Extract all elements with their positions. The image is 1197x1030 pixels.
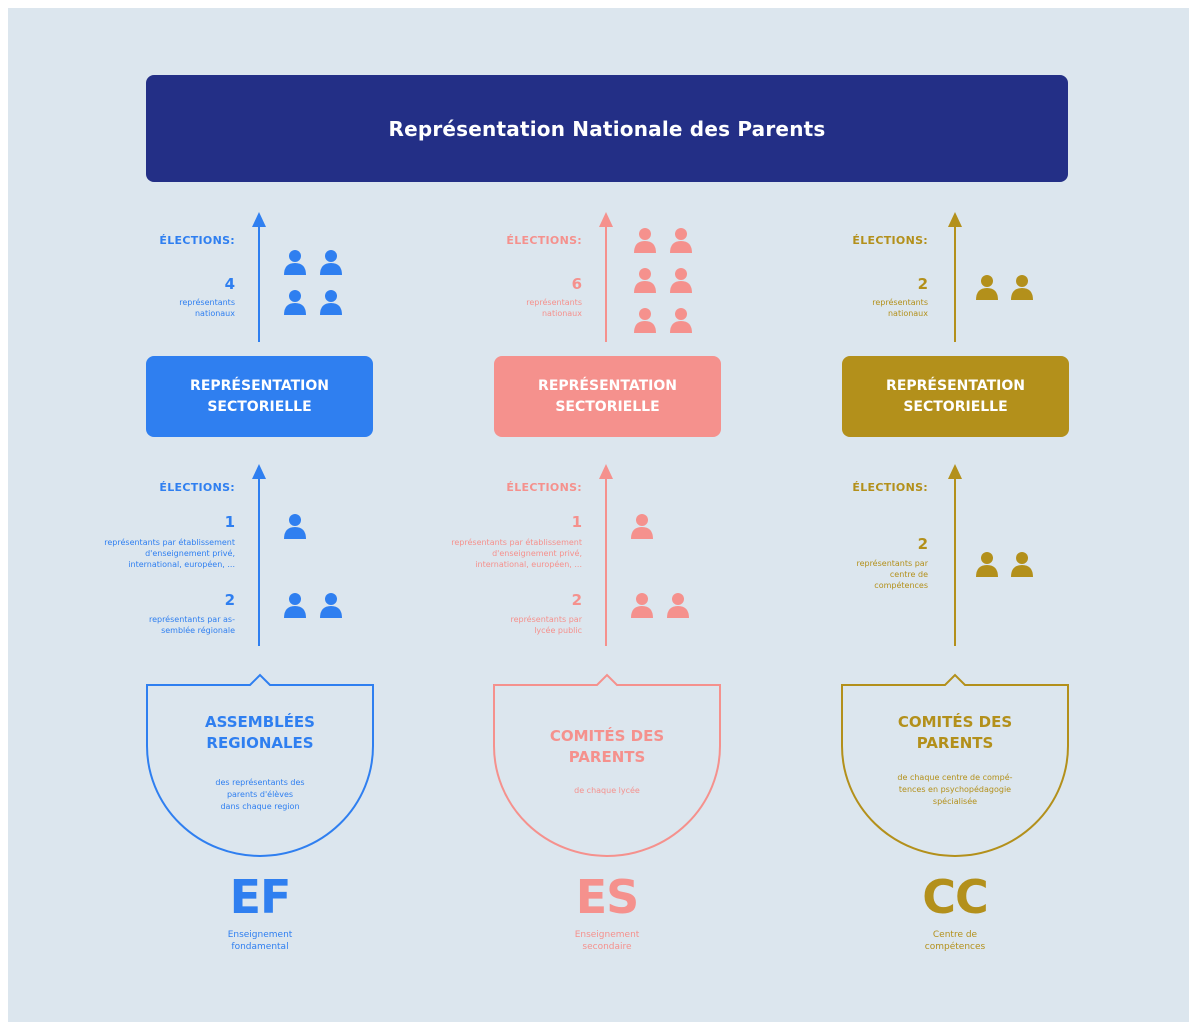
bottom-elections-label: ÉLECTIONS: <box>852 481 928 494</box>
national-representation-banner: Représentation Nationale des Parents <box>146 75 1068 182</box>
person-icon <box>283 289 307 319</box>
bottom-arrow <box>252 464 266 646</box>
top-elections-label: ÉLECTIONS: <box>852 234 928 247</box>
person-icon <box>319 592 343 622</box>
person-icon <box>975 274 999 304</box>
type-label: Enseignement secondaire <box>574 930 640 952</box>
person-icon <box>666 592 690 622</box>
top-arrow <box>599 212 613 342</box>
person-icon <box>975 551 999 581</box>
top-elections-label: ÉLECTIONS: <box>159 234 235 247</box>
type-code: CC <box>922 870 989 924</box>
person-icon <box>669 307 693 337</box>
entry-count: 2 <box>571 591 582 609</box>
entry-desc: représentants par établissement d'enseig… <box>104 538 235 569</box>
entry-desc: représentants par centre de compétences <box>856 559 928 590</box>
person-icon <box>319 249 343 279</box>
person-icon <box>633 267 657 297</box>
base-shield <box>493 673 721 857</box>
sector-representation-box: REPRÉSENTATION SECTORIELLE <box>842 356 1069 437</box>
entry-count: 1 <box>224 513 235 531</box>
top-count: 4 <box>224 275 235 293</box>
sector-label: REPRÉSENTATION SECTORIELLE <box>190 377 329 415</box>
base-title: COMITÉS DES PARENTS <box>897 713 1013 752</box>
type-code: EF <box>229 870 292 924</box>
banner-title: Représentation Nationale des Parents <box>388 116 826 141</box>
sector-representation-box: REPRÉSENTATION SECTORIELLE <box>494 356 721 437</box>
person-icon <box>1010 274 1034 304</box>
top-count: 2 <box>917 275 928 293</box>
person-icon <box>630 513 654 543</box>
bottom-arrow <box>948 464 962 646</box>
bottom-arrow <box>599 464 613 646</box>
top-count: 6 <box>571 275 582 293</box>
base-shield <box>841 673 1069 857</box>
column-es: ÉLECTIONS: 6 représentants nationaux REP… <box>0 0 721 1030</box>
person-icon <box>633 227 657 257</box>
column-cc: ÉLECTIONS: 2 représentants nationaux REP… <box>0 0 1069 1030</box>
bottom-elections-label: ÉLECTIONS: <box>506 481 582 494</box>
base-desc: de chaque centre de compé- tences en psy… <box>897 773 1013 806</box>
type-label: Centre de compétences <box>924 930 986 952</box>
entry-count: 2 <box>917 535 928 553</box>
person-icon <box>283 592 307 622</box>
base-desc: des représentants des parents d'élèves d… <box>215 778 305 811</box>
sector-label: REPRÉSENTATION SECTORIELLE <box>538 377 677 415</box>
person-icon <box>633 307 657 337</box>
type-label: Enseignement fondamental <box>227 930 293 952</box>
entry-desc: représentants par as- semblée régionale <box>148 615 235 635</box>
column-ef: ÉLECTIONS: 4 représentants nationaux REP… <box>0 0 374 1030</box>
base-title: COMITÉS DES PARENTS <box>549 727 665 766</box>
person-icon <box>1010 551 1034 581</box>
base-title: ASSEMBLÉES REGIONALES <box>204 713 315 752</box>
base-desc: de chaque lycée <box>574 786 640 795</box>
bottom-elections-label: ÉLECTIONS: <box>159 481 235 494</box>
person-icon <box>283 513 307 543</box>
type-code: ES <box>575 870 640 924</box>
top-desc: représentants nationaux <box>526 298 582 318</box>
sector-label: REPRÉSENTATION SECTORIELLE <box>886 377 1025 415</box>
base-shield <box>146 673 374 857</box>
top-desc: représentants nationaux <box>872 298 928 318</box>
entry-desc: représentants par établissement d'enseig… <box>451 538 582 569</box>
entry-desc: représentants par lycée public <box>510 615 582 635</box>
top-desc: représentants nationaux <box>179 298 235 318</box>
top-arrow <box>252 212 266 342</box>
person-icon <box>669 227 693 257</box>
person-icon <box>319 289 343 319</box>
entry-count: 2 <box>224 591 235 609</box>
entry-count: 1 <box>571 513 582 531</box>
person-icon <box>283 249 307 279</box>
sector-representation-box: REPRÉSENTATION SECTORIELLE <box>146 356 373 437</box>
top-elections-label: ÉLECTIONS: <box>506 234 582 247</box>
top-arrow <box>948 212 962 342</box>
person-icon <box>669 267 693 297</box>
person-icon <box>630 592 654 622</box>
